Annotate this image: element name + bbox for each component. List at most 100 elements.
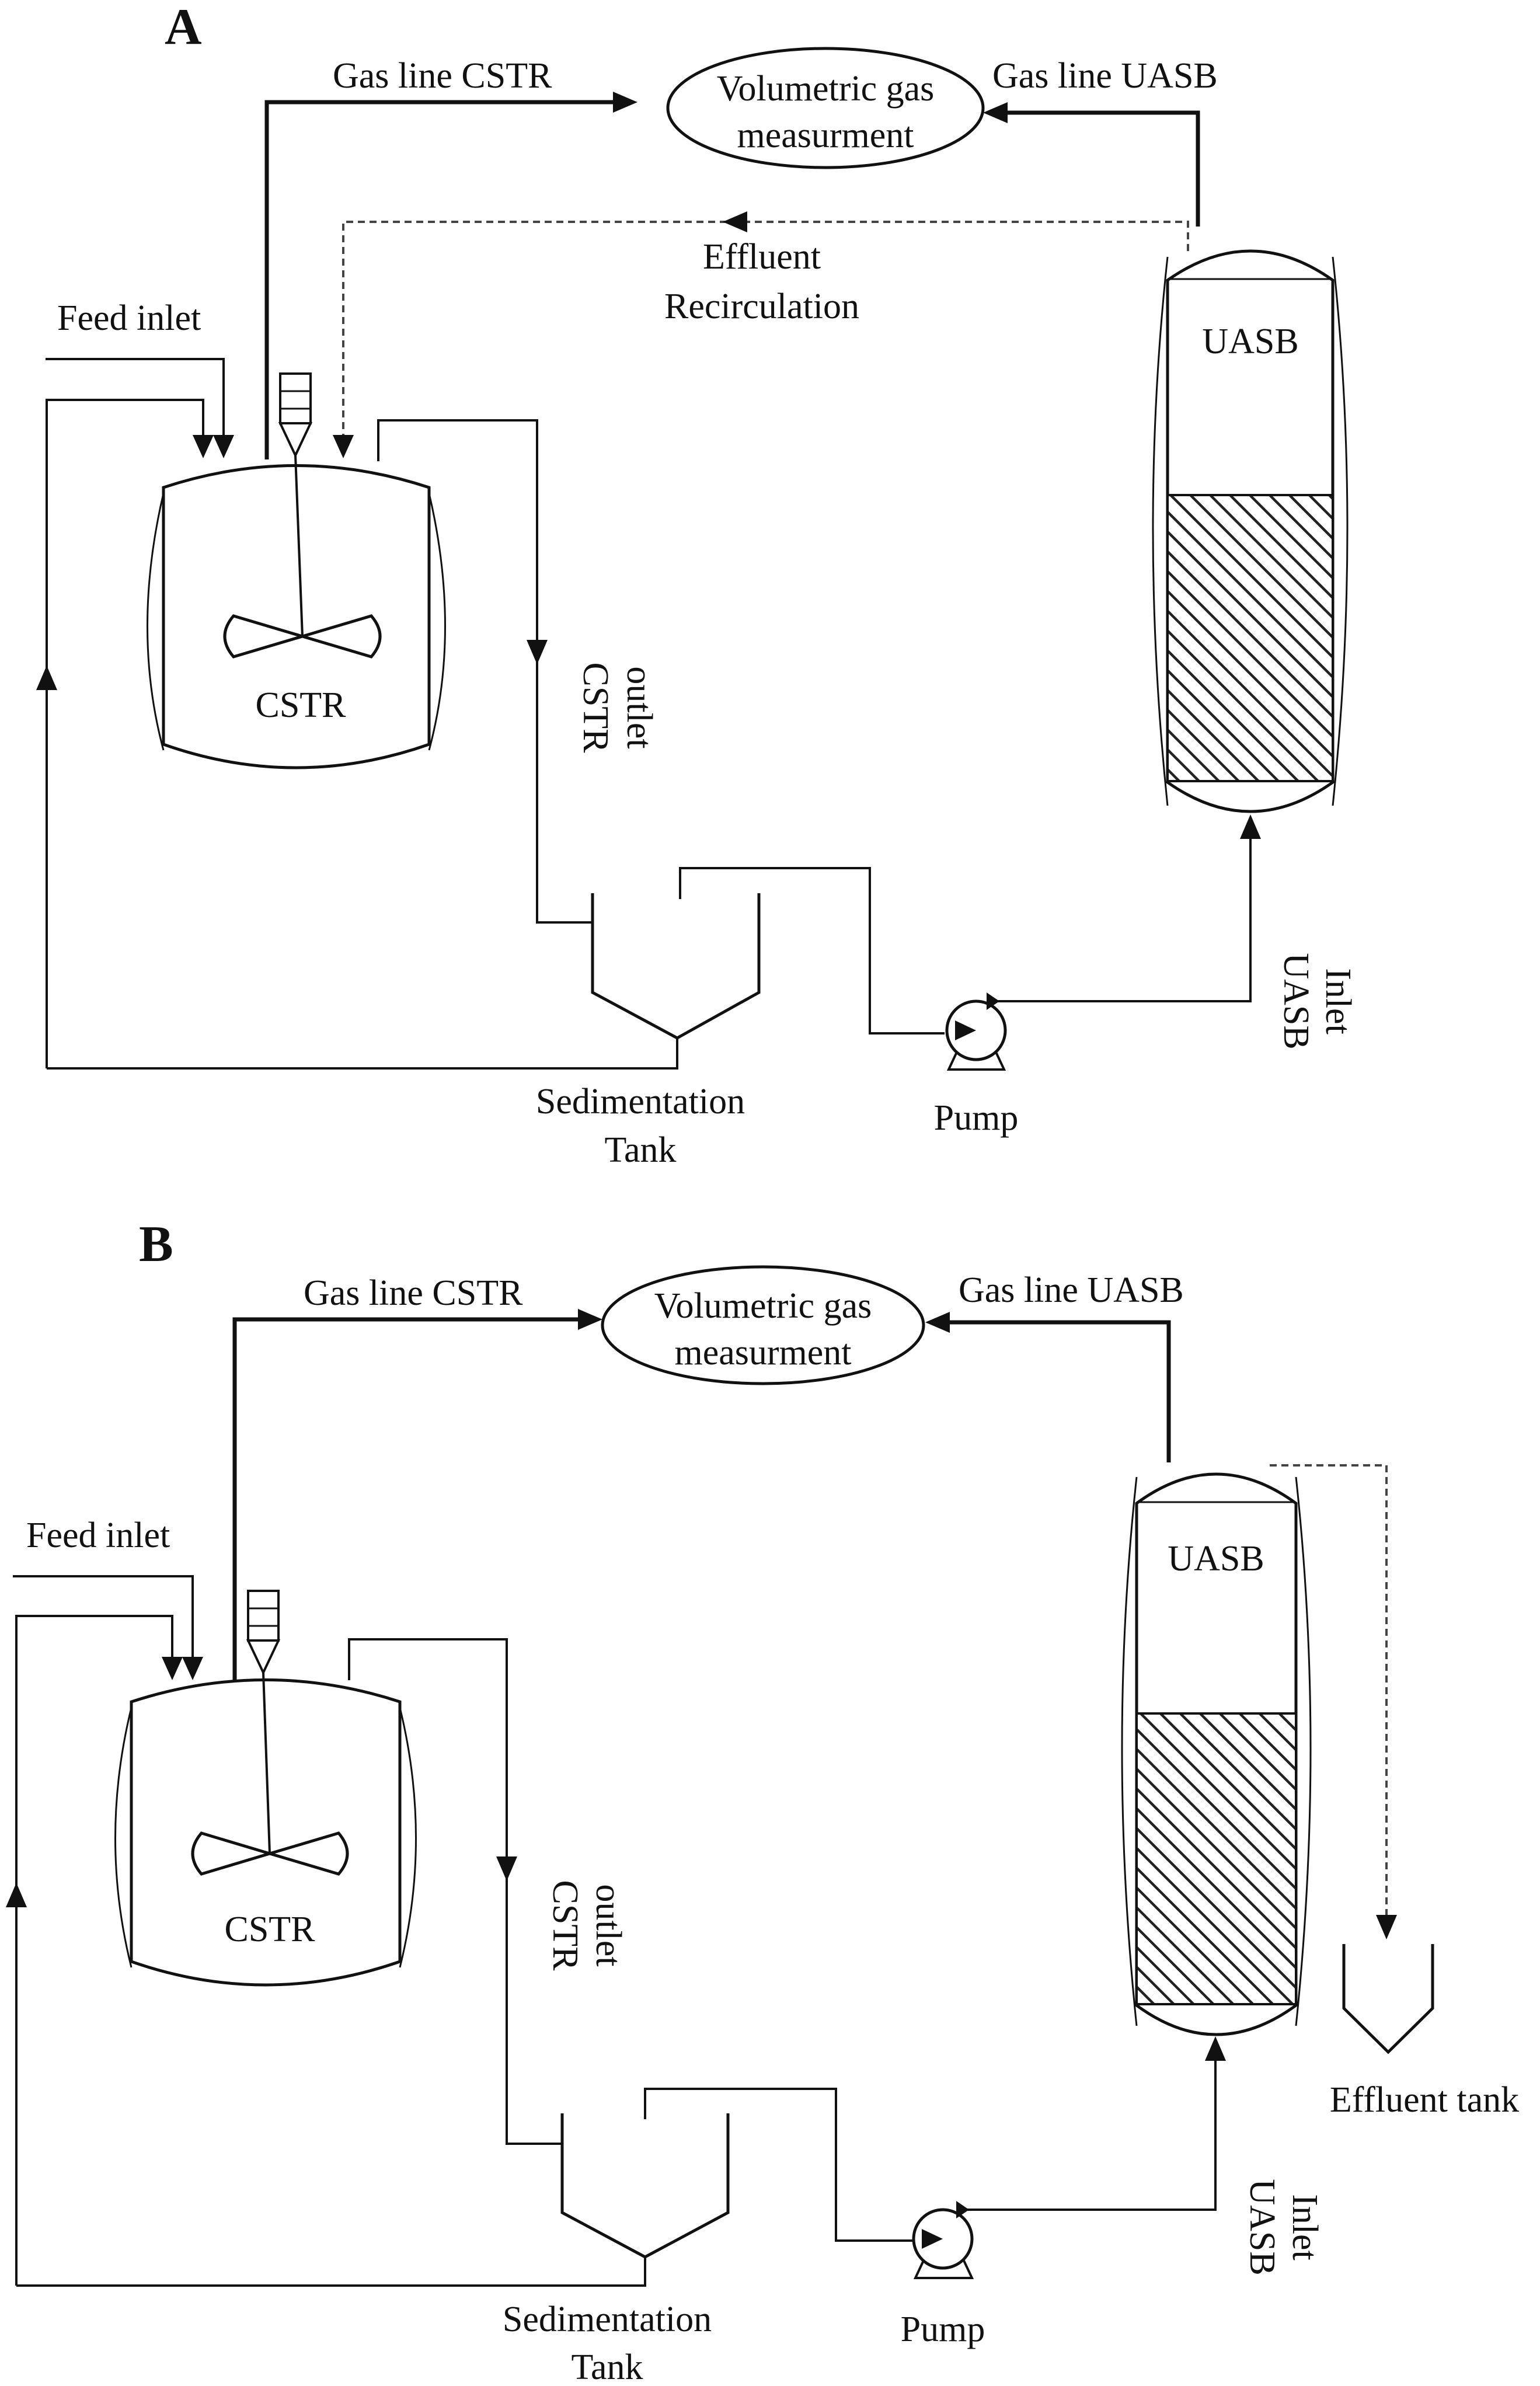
arrow-icon — [955, 1020, 976, 1040]
cstr-jacket-right-b — [399, 1707, 417, 1968]
arrow-icon — [213, 435, 234, 458]
effluent-recirculation-line-a — [342, 221, 1189, 435]
uasb-jacket-left-b — [1121, 1476, 1138, 2026]
cstr-outlet-label1-a: CSTR — [576, 662, 615, 753]
arrow-icon — [6, 1883, 27, 1907]
feed-inlet-pipe-b — [13, 1575, 194, 1657]
recirculation-label-a: Recirculation — [664, 287, 859, 326]
gas-line-uasb-b — [946, 1320, 1171, 1462]
pump-to-uasb-pipe-a — [992, 838, 1252, 1002]
effluent-tank-b — [1342, 1944, 1434, 2054]
cstr-outlet-pipe-b — [348, 1638, 562, 2145]
pump-to-uasb-pipe-b — [960, 2060, 1217, 2211]
arrow-icon — [723, 211, 747, 232]
stirrer-cone-icon — [278, 422, 313, 458]
arrow-icon — [36, 666, 57, 690]
arrow-icon — [956, 2201, 969, 2218]
pump-label-a: Pump — [934, 1098, 1019, 1138]
arrow-icon — [983, 102, 1008, 123]
uasb-inlet-label2-a: Inlet — [1318, 968, 1358, 1034]
cstr-vessel-a — [162, 464, 431, 769]
arrow-icon — [162, 1657, 183, 1680]
uasb-jacket-left-a — [1152, 256, 1169, 806]
volumetric-gas-measurement-a — [666, 47, 985, 169]
stirrer-motor-icon — [247, 1590, 280, 1642]
gas-line-uasb-a — [1003, 110, 1200, 227]
gas-line-uasb-label-b: Gas line UASB — [959, 1270, 1184, 1310]
cstr-outlet-label2-b: outlet — [588, 1884, 628, 1966]
arrow-icon — [527, 640, 548, 664]
cstr-label-b: CSTR — [224, 1910, 315, 1949]
sedimentation-bottom-pipe-b — [16, 2258, 646, 2287]
gas-line-cstr-label-b: Gas line CSTR — [304, 1273, 523, 1313]
sedimentation-to-pump-pipe-a — [679, 867, 945, 1034]
arrow-icon — [1240, 814, 1261, 839]
effluent-tank-label-b: Effluent tank — [1330, 2080, 1519, 2120]
gas-line-uasb-label-a: Gas line UASB — [992, 56, 1218, 96]
sedimentation-label1-b: Sedimentation — [503, 2300, 712, 2339]
impeller-blade-right-icon — [264, 1831, 349, 1876]
volumetric-gas-label-a: Volumetric gas — [717, 69, 935, 109]
gas-line-cstr-a — [264, 100, 616, 459]
feed-inlet-pipe-a — [46, 358, 225, 435]
impeller-blade-left-icon — [191, 1831, 275, 1876]
arrow-icon — [193, 435, 214, 458]
cstr-label-a: CSTR — [255, 685, 346, 725]
sludge-bed-b — [1135, 1712, 1297, 2005]
sedimentation-to-pump-pipe-b — [644, 2088, 914, 2242]
sedimentation-bottom-pipe-a — [47, 1039, 678, 1070]
arrow-icon — [578, 1309, 602, 1330]
panel-a: A Volumetric gas measurment Gas line CST… — [36, 0, 1358, 1170]
gas-line-cstr-label-a: Gas line CSTR — [333, 56, 552, 96]
stirrer-motor-icon — [279, 372, 312, 424]
arrow-icon — [613, 92, 637, 113]
uasb-inlet-label1-b: UASB — [1242, 2179, 1282, 2275]
uasb-label-a: UASB — [1202, 322, 1298, 361]
sludge-return-pipe-b — [15, 1615, 173, 2286]
stirrer-shaft-b — [262, 1672, 271, 1854]
arrow-icon — [1205, 2036, 1226, 2061]
panel-b-letter: B — [139, 1216, 173, 1273]
uasb-inlet-label1-a: UASB — [1276, 953, 1316, 1049]
uasb-jacket-right-b — [1295, 1476, 1312, 2026]
volumetric-gas-measurement-b — [601, 1265, 925, 1385]
sedimentation-label2-a: Tank — [604, 1130, 676, 1170]
pump-label-b: Pump — [901, 2310, 985, 2349]
uasb-inlet-label2-b: Inlet — [1285, 2194, 1325, 2260]
uasb-label-b: UASB — [1168, 1539, 1264, 1579]
cstr-outlet-label1-b: CSTR — [545, 1880, 585, 1971]
impeller-blade-right-icon — [297, 614, 382, 659]
cstr-outlet-label2-a: outlet — [619, 666, 659, 748]
stirrer-cone-icon — [246, 1639, 281, 1676]
effluent-line-b — [1270, 1464, 1388, 1915]
feed-inlet-label-b: Feed inlet — [26, 1516, 170, 1555]
sedimentation-tank-a — [591, 893, 761, 1040]
arrow-icon — [1376, 1915, 1397, 1939]
arrow-icon — [987, 992, 999, 1010]
sludge-bed-a — [1166, 494, 1334, 782]
arrow-icon — [925, 1312, 950, 1333]
stirrer-shaft-a — [294, 455, 304, 637]
panel-a-letter: A — [165, 0, 202, 55]
cstr-jacket-left-b — [114, 1707, 133, 1968]
gas-line-cstr-b — [232, 1317, 581, 1681]
cstr-jacket-left-a — [147, 493, 165, 751]
arrow-icon — [496, 1856, 517, 1881]
impeller-blade-left-icon — [223, 614, 308, 659]
volumetric-gas-label-b: Volumetric gas — [654, 1286, 872, 1326]
effluent-label-a: Effluent — [703, 237, 821, 277]
feed-inlet-label-a: Feed inlet — [57, 298, 201, 338]
uasb-jacket-right-a — [1332, 256, 1349, 806]
sedimentation-label2-b: Tank — [571, 2347, 643, 2386]
sedimentation-tank-b — [560, 2113, 730, 2259]
cstr-jacket-right-a — [428, 493, 446, 751]
arrow-icon — [922, 2229, 943, 2249]
measurment-label-b: measurment — [674, 1333, 851, 1373]
cstr-vessel-b — [130, 1678, 402, 1987]
measurment-label-a: measurment — [737, 116, 914, 155]
sedimentation-label1-a: Sedimentation — [536, 1082, 745, 1121]
panel-b: B Volumetric gas measurment Gas line CST… — [6, 1216, 1519, 2386]
cstr-outlet-pipe-a — [377, 419, 593, 924]
sludge-return-pipe-a — [46, 399, 204, 1068]
